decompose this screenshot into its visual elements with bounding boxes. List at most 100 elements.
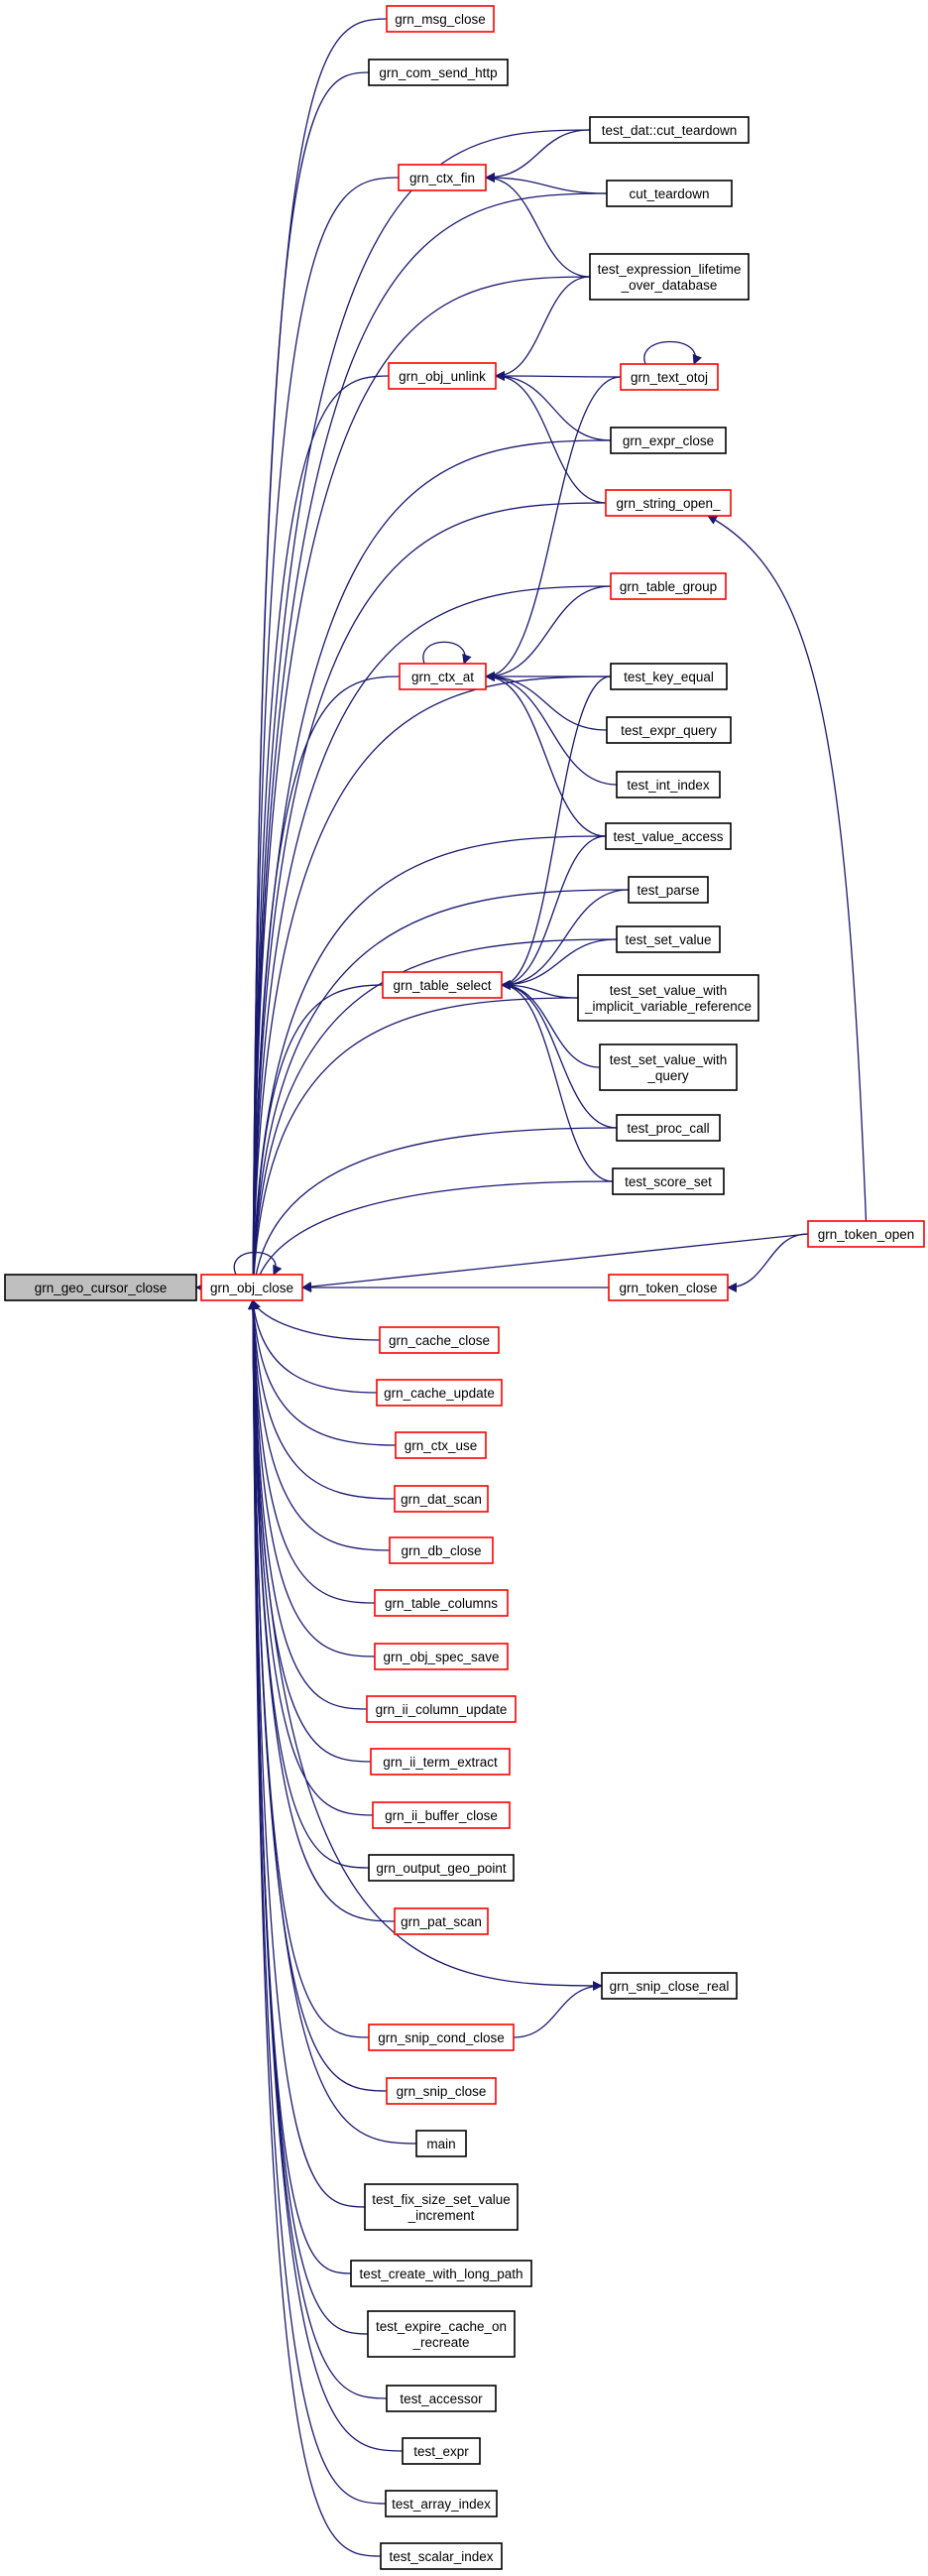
call-edge-secondary [485, 173, 608, 194]
call-edge-secondary [501, 889, 630, 990]
node-datcut-box [589, 116, 750, 144]
node-setvaluequery-box [599, 1043, 738, 1091]
node-cutteardown[interactable]: cut_teardown [606, 180, 733, 207]
call-edge-to-objclose [248, 585, 612, 1301]
node-scoreset-box [612, 1167, 725, 1195]
node-fixsize[interactable]: test_fix_size_set_value_increment [364, 2183, 519, 2231]
call-edge-secondary [501, 835, 607, 990]
node-tableselect-box [382, 971, 503, 999]
node-intindex[interactable]: test_int_index [616, 771, 721, 798]
node-exprquery[interactable]: test_expr_query [606, 716, 732, 744]
call-edge-secondary [485, 672, 618, 786]
call-edge-to-objclose [248, 1299, 396, 1500]
node-valueaccess[interactable]: test_value_access [605, 822, 732, 850]
call-edge-to-objclose [248, 1299, 352, 2274]
node-dbclose-box [389, 1536, 494, 1564]
node-exprlife-box [589, 253, 750, 301]
node-comsend[interactable]: grn_com_send_http [368, 59, 509, 86]
node-expirecache[interactable]: test_expire_cache_on_recreate [367, 2310, 516, 2358]
node-parse[interactable]: test_parse [628, 876, 709, 904]
node-label: grn_dat_scan [401, 1492, 482, 1507]
call-edge-to-objclose [248, 177, 400, 1301]
node-ctxat-box [399, 663, 487, 690]
node-snipcond[interactable]: grn_snip_cond_close [368, 2024, 515, 2051]
node-scoreset[interactable]: test_score_set [612, 1167, 725, 1195]
node-ctxat[interactable]: grn_ctx_at [399, 663, 487, 690]
call-edge-to-objclose [301, 1233, 809, 1292]
node-texpr[interactable]: test_expr [402, 2437, 481, 2465]
node-keyequal-box [610, 663, 728, 690]
call-edge-secondary [501, 980, 614, 1182]
node-iiterm[interactable]: grn_ii_term_extract [370, 1748, 511, 1776]
node-label: grn_snip_close_real [610, 1979, 730, 1994]
node-outgeo[interactable]: grn_output_geo_point [368, 1854, 515, 1882]
node-label: test_expr_query [621, 723, 717, 738]
node-label: test_fix_size_set_value [372, 2192, 511, 2207]
node-accessor[interactable]: test_accessor [386, 2385, 497, 2412]
call-edge-to-objclose [248, 18, 388, 1301]
call-edge-secondary [501, 938, 618, 990]
node-outgeo-box [368, 1854, 515, 1882]
call-edge-to-objclose [248, 1299, 603, 1987]
node-exprclose[interactable]: grn_expr_close [610, 427, 727, 454]
node-setvalueimpl[interactable]: test_set_value_with_implicit_variable_re… [577, 974, 759, 1022]
node-arrindex[interactable]: test_array_index [385, 2490, 498, 2517]
node-root[interactable]: grn_geo_cursor_close [4, 1274, 197, 1301]
node-objclose[interactable]: grn_obj_close [200, 1274, 303, 1301]
node-label: grn_expr_close [623, 433, 714, 448]
node-iibuf-box [372, 1801, 511, 1829]
node-label: grn_token_close [619, 1281, 717, 1295]
call-edge-secondary [495, 371, 607, 504]
node-setvaluequery[interactable]: test_set_value_with_query [599, 1043, 738, 1091]
node-main[interactable]: main [415, 2130, 467, 2157]
node-intindex-box [616, 771, 721, 798]
node-exprlife[interactable]: test_expression_lifetime_over_database [589, 253, 750, 301]
node-cacheclose[interactable]: grn_cache_close [379, 1326, 500, 1354]
node-tablecolumns[interactable]: grn_table_columns [374, 1589, 509, 1617]
node-label: grn_snip_cond_close [378, 2030, 505, 2045]
node-proccall[interactable]: test_proc_call [616, 1114, 721, 1142]
node-ctxuse[interactable]: grn_ctx_use [395, 1431, 487, 1459]
node-msgclose-box [386, 5, 495, 33]
node-label: test_proc_call [627, 1121, 709, 1136]
node-dbclose[interactable]: grn_db_close [389, 1536, 494, 1564]
node-iicolupd[interactable]: grn_ii_column_update [366, 1695, 517, 1723]
node-snipreal-box [601, 1972, 738, 2000]
node-cutteardown-box [606, 180, 733, 207]
node-datscan[interactable]: grn_dat_scan [394, 1485, 489, 1513]
node-tokenclose[interactable]: grn_token_close [608, 1274, 729, 1301]
call-edge-secondary [485, 672, 608, 731]
node-datcut[interactable]: test_dat::cut_teardown [589, 116, 750, 144]
call-edge-to-objclose [248, 129, 591, 1301]
node-parse-box [628, 876, 709, 904]
call-edge-to-objclose [248, 71, 370, 1301]
node-label: test_expression_lifetime [598, 262, 742, 277]
node-setvalueimpl-box [577, 974, 759, 1022]
node-objunlink[interactable]: grn_obj_unlink [388, 362, 497, 390]
node-snipclose[interactable]: grn_snip_close [386, 2077, 497, 2105]
node-msgclose[interactable]: grn_msg_close [386, 5, 495, 33]
node-iibuf[interactable]: grn_ii_buffer_close [372, 1801, 511, 1829]
node-specsave[interactable]: grn_obj_spec_save [374, 1643, 509, 1670]
node-tablegroup[interactable]: grn_table_group [610, 572, 727, 600]
node-scalindex[interactable]: test_scalar_index [380, 2542, 503, 2570]
call-edge-secondary [707, 515, 868, 1222]
node-expirecache-box [367, 2310, 516, 2358]
node-tokenopen[interactable]: grn_token_open [807, 1220, 925, 1248]
node-ctxfin[interactable]: grn_ctx_fin [398, 164, 487, 191]
call-edge-secondary [513, 1981, 603, 2038]
node-textotoj[interactable]: grn_text_otoj [620, 363, 719, 391]
node-ctxuse-box [395, 1431, 487, 1459]
node-keyequal[interactable]: test_key_equal [610, 663, 728, 690]
node-setvalue[interactable]: test_set_value [616, 925, 721, 953]
node-longpath[interactable]: test_create_with_long_path [350, 2260, 532, 2287]
node-snipreal[interactable]: grn_snip_close_real [601, 1972, 738, 2000]
call-edge-secondary [727, 1233, 809, 1292]
node-patscan[interactable]: grn_pat_scan [394, 1907, 489, 1935]
call-edge-to-objclose [249, 1299, 378, 1394]
node-stringopen[interactable]: grn_string_open_ [605, 489, 732, 517]
node-cacheupdate[interactable]: grn_cache_update [376, 1379, 503, 1407]
node-tableselect[interactable]: grn_table_select [382, 971, 503, 999]
call-edge-to-objclose [248, 675, 401, 1301]
